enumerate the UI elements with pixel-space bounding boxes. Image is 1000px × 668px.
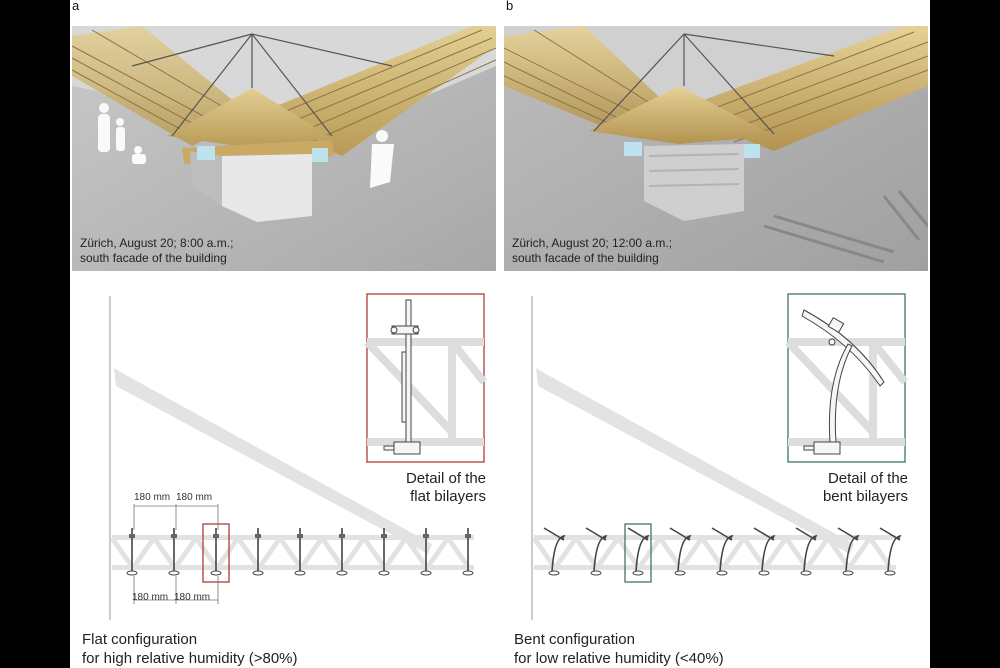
panel-b-detail-label: Detail of the bent bilayers xyxy=(823,470,908,506)
panel-b-bilayer xyxy=(543,527,566,576)
panel-a-bilayer xyxy=(252,528,264,576)
panel-a-detail-line1: Detail of the xyxy=(405,470,486,487)
figure-canvas: a xyxy=(70,0,930,668)
panel-a-drawing xyxy=(109,293,488,620)
panel-b-config-line2: for low relative humidity (<40%) xyxy=(514,650,724,667)
panel-a-truss xyxy=(109,528,474,576)
panel-b-bilayer xyxy=(837,527,860,576)
panel-b-bilayer xyxy=(795,527,818,576)
panel-a-config-label: Flat configuration for high relative hum… xyxy=(82,630,298,668)
panel-b-config-line1: Bent configuration xyxy=(514,631,635,648)
panel-a-caption-line1: Zürich, August 20; 8:00 a.m.; xyxy=(80,236,234,250)
panel-b-drawing xyxy=(531,293,909,620)
panel-a-dim-bottom-right: 180 mm xyxy=(174,592,211,603)
panel-b-caption-line2: south facade of the building xyxy=(512,251,659,265)
panel-a-dim-top-left: 180 mm xyxy=(134,492,171,503)
panel-a-diagram: 180 mm 180 mm 180 mm 180 mm Detail of th… xyxy=(72,282,502,668)
panel-a-bilayer xyxy=(210,528,222,576)
panel-a-caption: Zürich, August 20; 8:00 a.m.; south faca… xyxy=(80,236,233,266)
panel-b-caption-line1: Zürich, August 20; 12:00 a.m.; xyxy=(512,236,673,250)
panel-b-bilayer xyxy=(753,527,776,576)
panel-a-dim-top-right: 180 mm xyxy=(176,492,213,503)
panel-b-bilayer xyxy=(879,527,902,576)
panel-b-detail-line2: bent bilayers xyxy=(822,488,908,505)
panel-b-truss xyxy=(531,527,902,576)
panel-b-render-image xyxy=(504,26,928,271)
panel-a-letter: a xyxy=(72,0,80,13)
panel-b-detail-line1: Detail of the xyxy=(827,470,908,487)
panel-b-diagram: Detail of the bent bilayers Bent configu… xyxy=(500,282,930,668)
panel-b-config-label: Bent configuration for low relative humi… xyxy=(514,630,724,668)
panel-b-bilayer xyxy=(711,527,734,576)
panel-a-bilayer xyxy=(378,528,390,576)
panel-a-bilayer xyxy=(420,528,432,576)
panel-a-bilayer xyxy=(126,528,138,576)
panel-a-detail-label: Detail of the flat bilayers xyxy=(406,470,486,506)
panel-a-bilayer xyxy=(168,528,180,576)
panel-a-detail-line2: flat bilayers xyxy=(410,488,486,505)
panel-a-dim-bottom-left: 180 mm xyxy=(132,592,169,603)
panel-b-caption: Zürich, August 20; 12:00 a.m.; south fac… xyxy=(512,236,672,266)
panel-a-config-line1: Flat configuration xyxy=(82,631,198,648)
panel-a-bilayer xyxy=(336,528,348,576)
panel-a-bilayer xyxy=(294,528,306,576)
panel-a-render: Zürich, August 20; 8:00 a.m.; south faca… xyxy=(72,26,496,271)
panel-b-bilayer xyxy=(627,527,650,576)
panel-b-render: Zürich, August 20; 12:00 a.m.; south fac… xyxy=(504,26,928,271)
panel-a-render-image xyxy=(72,26,496,271)
panel-a-caption-line2: south facade of the building xyxy=(80,251,227,265)
panel-a-bilayer xyxy=(462,528,474,576)
panel-b-letter: b xyxy=(506,0,514,13)
panel-b-bilayer xyxy=(669,527,692,576)
panel-b-bilayer xyxy=(585,527,608,576)
panel-a-config-line2: for high relative humidity (>80%) xyxy=(82,650,298,667)
